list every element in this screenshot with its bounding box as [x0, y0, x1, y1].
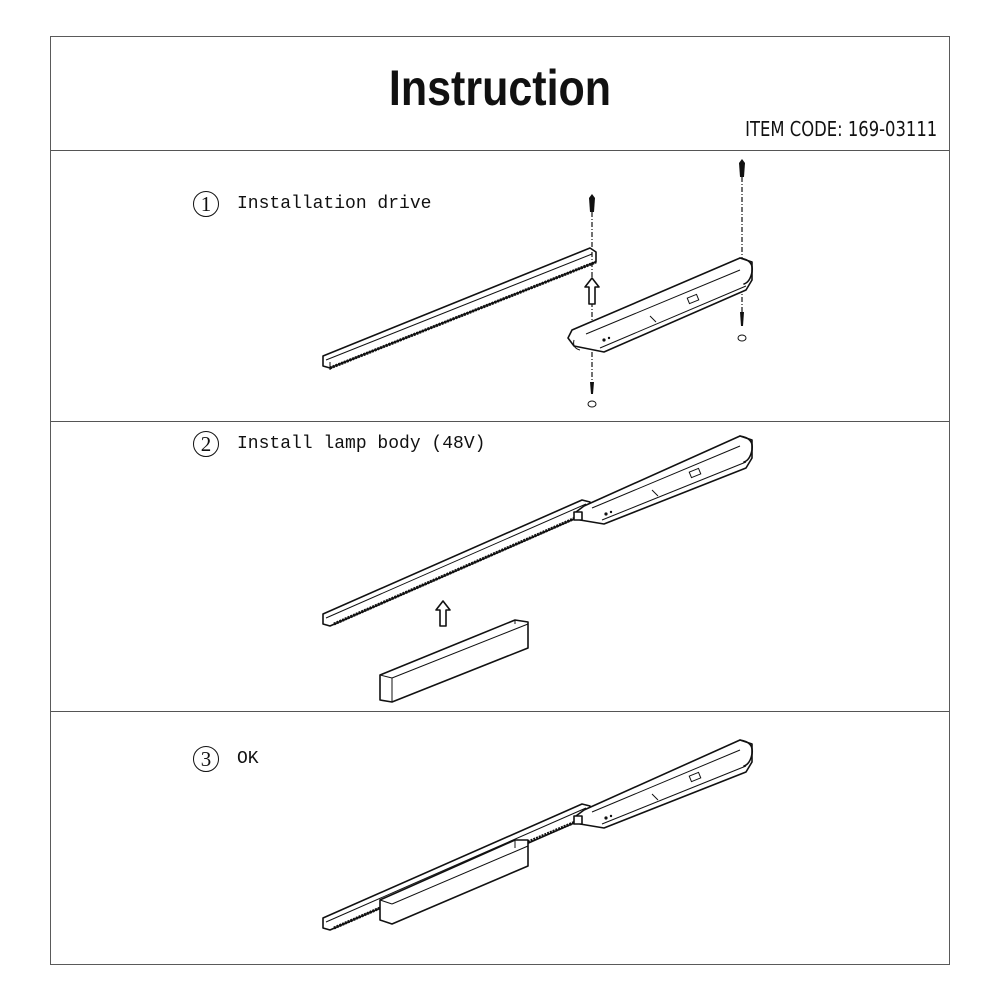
driver-box-icon: [567, 257, 754, 353]
screw-icon: [587, 194, 597, 408]
up-arrow-icon: [435, 600, 451, 627]
lamp-module-icon: [379, 619, 529, 703]
instruction-sheet: Instruction ITEM CODE: 169-03111 1 Insta…: [50, 36, 950, 965]
track-rail-icon: [322, 247, 597, 370]
lamp-body-insertion-icon: [322, 435, 754, 703]
step-2-heading: 2 Install lamp body (48V): [193, 431, 485, 457]
step-3-label: OK: [237, 749, 259, 769]
item-code: ITEM CODE: 169-03111: [744, 117, 937, 141]
step-1-number: 1: [193, 191, 219, 217]
step-1-heading: 1 Installation drive: [193, 191, 431, 217]
step-divider-1: [51, 421, 949, 422]
step-3-number: 3: [193, 746, 219, 772]
driver-box-icon: [573, 435, 754, 525]
step-2-label: Install lamp body (48V): [237, 434, 486, 454]
up-arrow-icon: [584, 277, 600, 305]
track-and-driver-with-screws-icon: [322, 159, 754, 408]
screw-icon: [737, 159, 747, 342]
page-title: Instruction: [388, 60, 612, 116]
lamp-module-icon: [379, 839, 529, 925]
step-1-label: Installation drive: [237, 194, 432, 214]
header-divider: [51, 150, 949, 151]
driver-box-icon: [573, 739, 754, 829]
step-3-heading: 3 OK: [193, 746, 259, 772]
assembled-track-light-icon: [322, 739, 754, 931]
track-rail-icon: [322, 499, 591, 627]
step-2-number: 2: [193, 431, 219, 457]
step-divider-2: [51, 711, 949, 712]
